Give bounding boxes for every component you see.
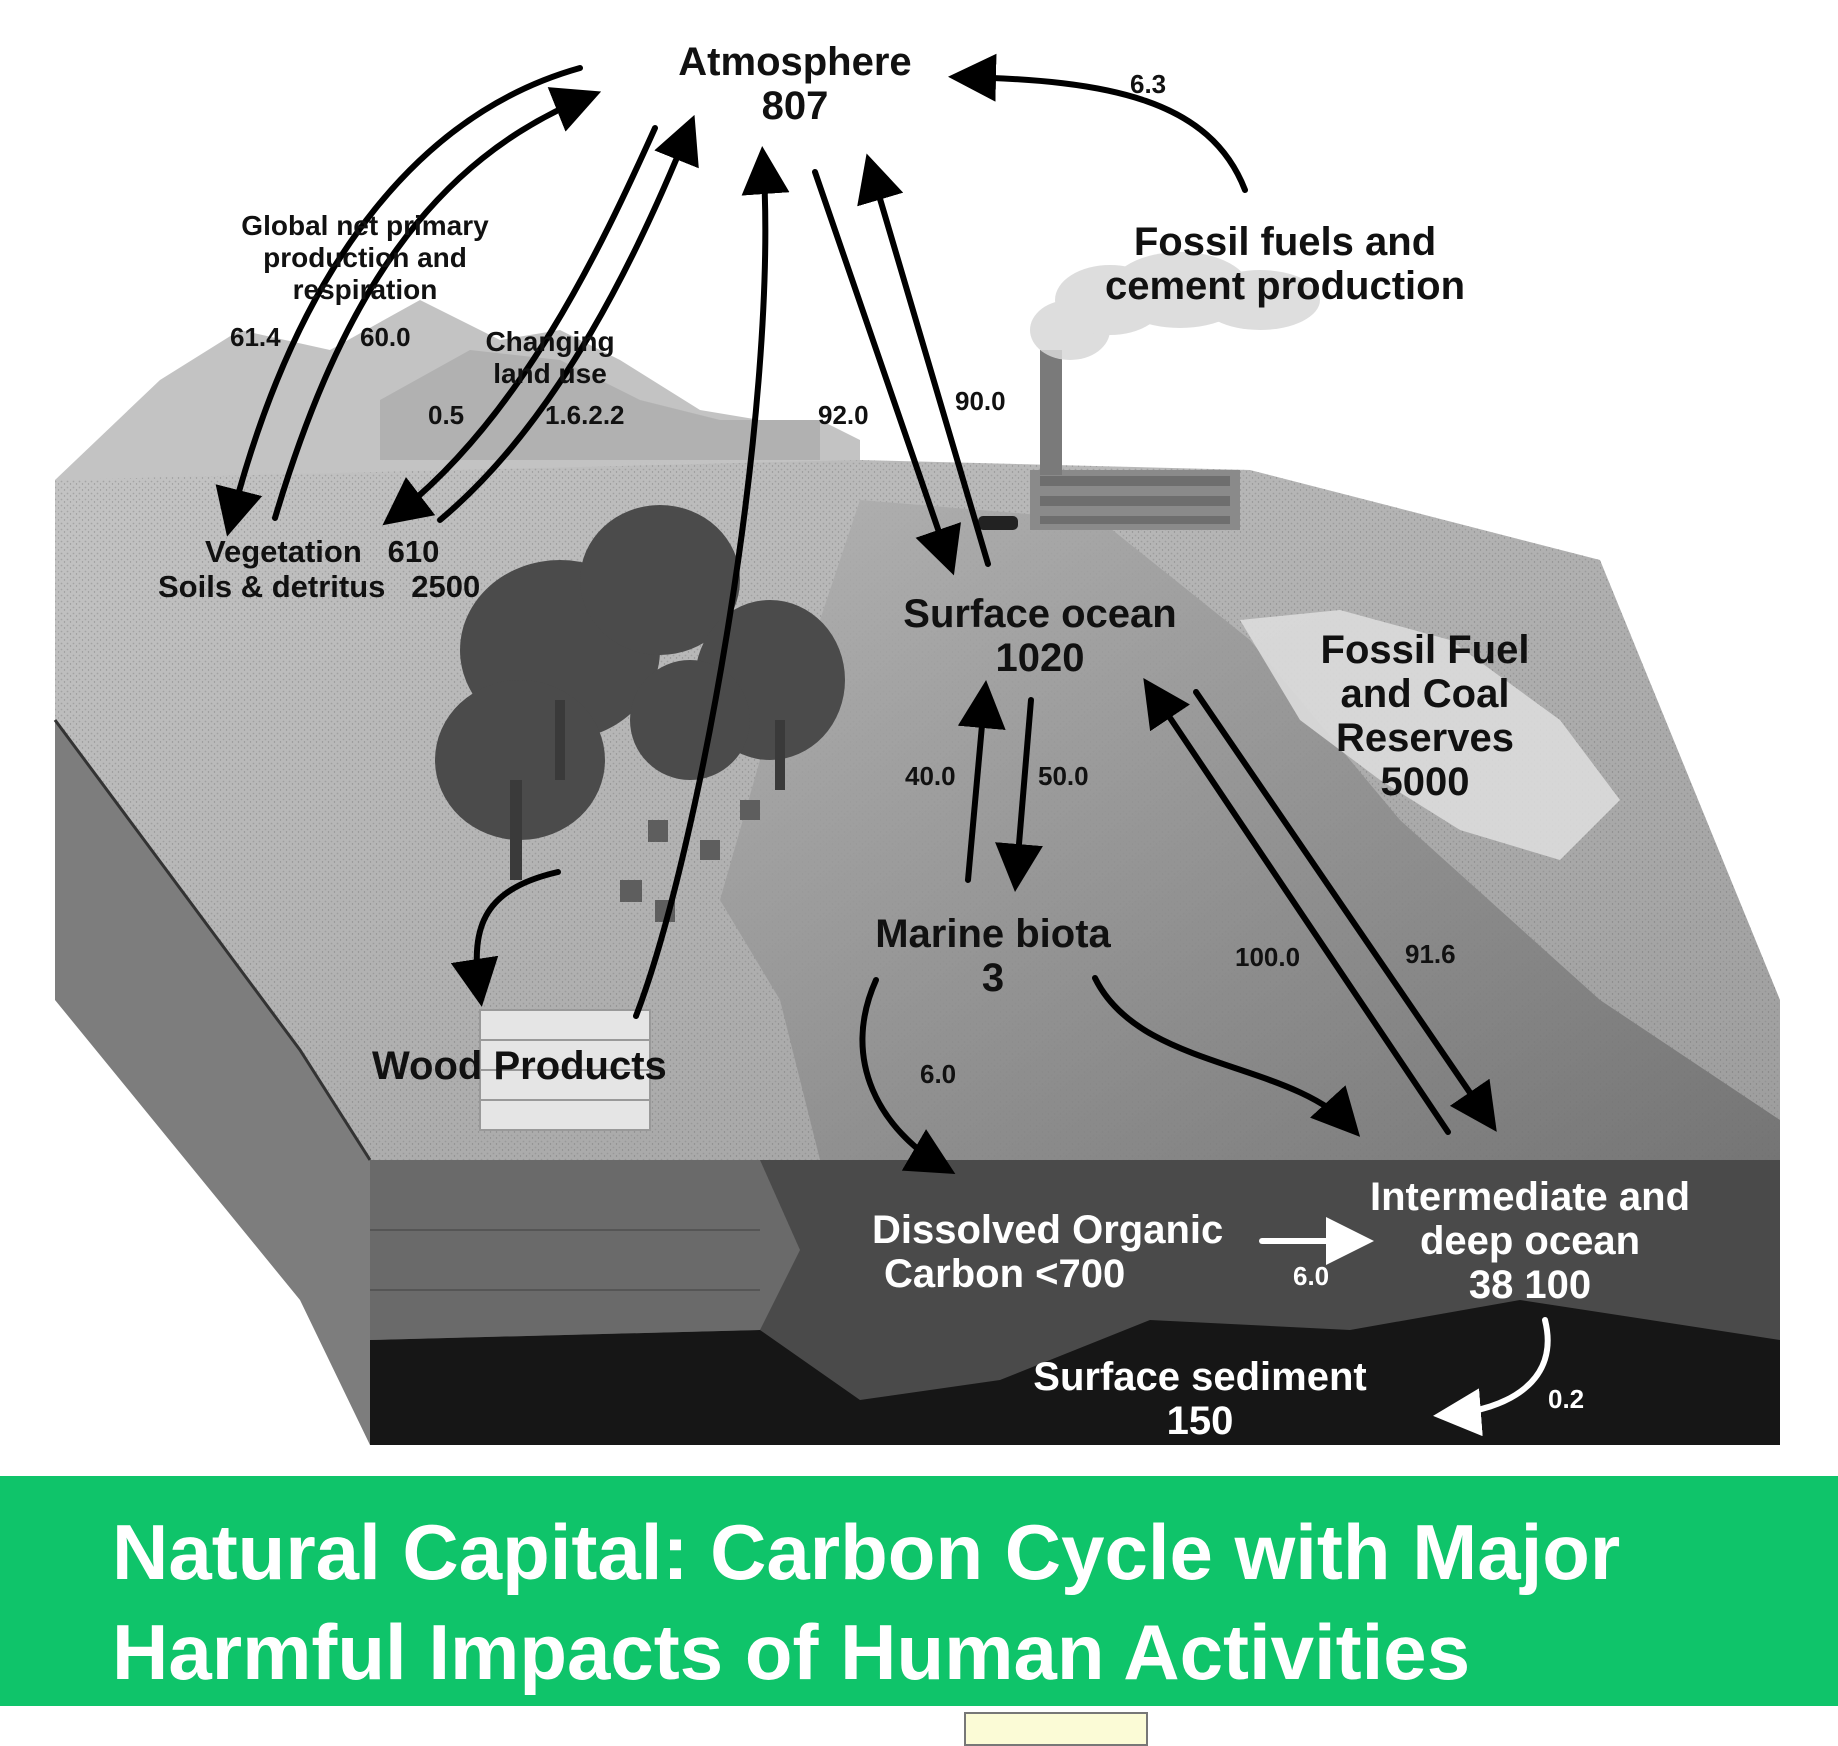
flux-biota-to-ocean: 40.0 [905,761,956,791]
npp-label: Global net primary production and respir… [225,210,505,306]
flux-atmosphere-to-ocean: 92.0 [818,400,869,430]
flux-npp-down: 61.4 [230,322,281,352]
page-title: Natural Capital: Carbon Cycle with Major… [112,1508,1621,1696]
arrow-wood-to-atmosphere [633,146,790,1019]
vegetation-label: Vegetation 610 [205,534,440,569]
arrow-atmosphere-to-vegetation [215,65,583,537]
npp-line3: respiration [292,274,438,305]
ocean-surface [720,500,1780,1160]
surface-ocean-label: Surface ocean 1020 [890,592,1190,680]
soils-label: Soils & detritus 2500 [158,569,481,604]
flux-ocean-to-biota: 50.0 [1038,761,1089,791]
arrow-deep-to-surface [1143,678,1451,1135]
sediment-label: Surface sediment 150 [1020,1355,1380,1443]
deep-ocean-line1: Intermediate and [1369,1175,1691,1219]
surface-ocean-value: 1020 [995,636,1085,680]
wood-products-label: Wood Products [372,1044,667,1088]
shelf-section [370,1160,800,1340]
soils-value: 2500 [411,569,481,604]
marine-biota-title: Marine biota [875,912,1111,956]
flux-deep-to-sediment: 0.2 [1548,1384,1585,1414]
fossil-fuels-line1: Fossil fuels and [1133,220,1437,264]
fossil-reserves-value: 5000 [1380,760,1470,804]
arrow-trees-to-wood [450,869,561,1007]
seafloor-sediment [370,1300,1780,1445]
flux-ocean-to-atmosphere: 90.0 [955,386,1006,416]
arrow-ocean-to-biota [995,697,1043,892]
wood-pile-icon [479,1009,651,1131]
atmosphere-title: Atmosphere [678,40,912,84]
fossil-reserves-line3: Reserves [1336,716,1514,760]
arrow-biota-to-ocean [957,680,1006,883]
arrow-biota-to-deep [1092,975,1361,1137]
arrow-atmosphere-to-ocean [812,169,961,576]
flux-biota-to-doc: 6.0 [920,1059,957,1089]
fossil-fuels-cement-label: Fossil fuels and cement production [1095,220,1475,308]
fossil-reserves-line2: and Coal [1340,672,1510,716]
flux-arrows [215,53,1497,1175]
deep-ocean-value: 38 100 [1468,1263,1592,1307]
doc-label: Dissolved Organic Carbon <700 [872,1208,1223,1296]
marine-biota-label: Marine biota 3 [868,912,1118,1000]
flux-land-use-up: 1.6.2.2 [545,400,625,430]
fossil-reserves-area [1240,610,1620,860]
flux-npp-up: 60.0 [360,322,411,352]
sediment-value: 150 [1166,1399,1234,1443]
npp-line1: Global net primary [241,210,489,241]
atmosphere-label: Atmosphere 807 [660,40,930,128]
deep-ocean-line2: deep ocean [1419,1219,1641,1263]
arrow-surface-to-deep [1193,689,1497,1132]
land-block-side [55,480,370,1445]
carbon-cycle-diagram [53,53,1780,1445]
flux-doc-to-deep: 6.0 [1293,1261,1330,1291]
fossil-reserves-label: Fossil Fuel and Coal Reserves 5000 [1290,628,1560,804]
surface-ocean-title: Surface ocean [903,592,1177,636]
soils-title: Soils & detritus [158,569,386,604]
flux-arrows-white [1259,1217,1551,1437]
doc-line1: Dissolved Organic [872,1208,1224,1252]
smoke-plume [1030,252,1320,360]
flux-fossil-to-atmosphere: 6.3 [1130,69,1167,99]
vegetation-value: 610 [387,534,440,569]
flux-land-use-down: 0.5 [428,400,465,430]
arrow-biota-to-doc [859,977,956,1175]
footer-button[interactable] [964,1712,1148,1746]
forest [435,505,845,880]
atmosphere-value: 807 [761,84,829,128]
factory-icon [1030,350,1240,530]
deep-ocean-label: Intermediate and deep ocean 38 100 [1355,1175,1705,1307]
land-use-line2: land use [493,358,607,389]
block-edge [53,719,372,1161]
land-use-label: Changing land use [470,326,630,390]
arrow-deep-to-sediment [1433,1317,1551,1437]
sediment-title: Surface sediment [1033,1355,1367,1399]
arrow-ocean-to-atmosphere [857,153,991,567]
fossil-reserves-line1: Fossil Fuel [1320,628,1530,672]
arrow-atmosphere-to-soils [382,125,658,526]
npp-line2: production and [263,242,467,273]
marine-biota-value: 3 [981,956,1005,1000]
arrow-fossil-to-atmosphere [948,53,1248,193]
flux-surface-to-deep: 91.6 [1405,939,1456,969]
flux-deep-to-surface: 100.0 [1235,942,1301,972]
arrow-soils-to-atmosphere [437,114,699,523]
mountain-range-far [380,350,820,460]
car-icon [978,516,1018,530]
arrow-vegetation-to-atmosphere [272,87,602,521]
fossil-fuels-line2: cement production [1104,264,1466,308]
title-banner: Natural Capital: Carbon Cycle with Major… [0,1476,1838,1706]
land-use-line1: Changing [485,326,615,357]
vegetation-title: Vegetation [205,534,362,569]
doc-line2: Carbon <700 [884,1252,1126,1296]
